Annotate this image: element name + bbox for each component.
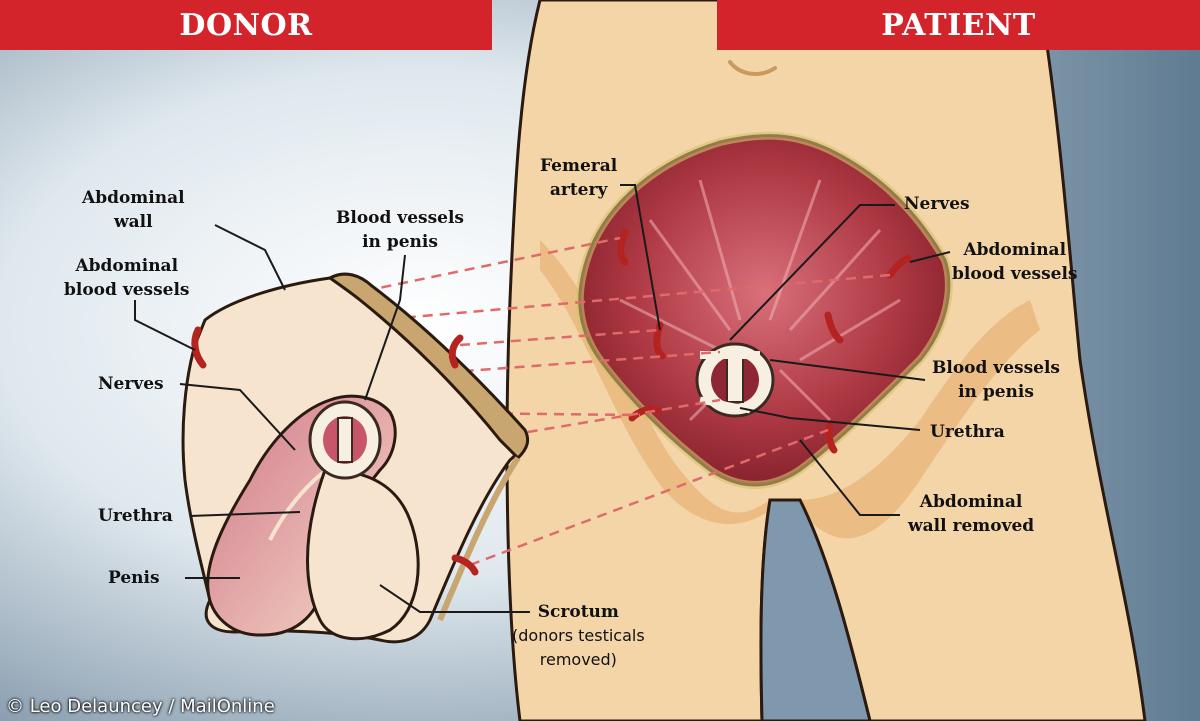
label-line: Abdominal (75, 256, 179, 276)
label-femeral-artery: Femeral artery (540, 154, 617, 202)
label-line: wall (114, 212, 153, 232)
label-donor-abdominal-blood-vessels: Abdominal blood vessels (64, 254, 190, 302)
patient-groin-shade (540, 240, 1040, 539)
donor-vessels (191, 326, 479, 576)
label-patient-blood-vessels-in-penis: Blood vessels in penis (932, 356, 1060, 404)
label-scrotum: Scrotum (donors testicals removed) (512, 600, 645, 672)
patient-header: PATIENT (717, 0, 1200, 50)
patient-navel (728, 60, 777, 76)
label-line: Scrotum (537, 602, 619, 622)
label-line: Abdominal (82, 188, 185, 208)
label-line: in penis (362, 232, 438, 252)
label-patient-nerves: Nerves (904, 194, 970, 214)
image-credit: © Leo Delauncey / MailOnline (6, 696, 275, 717)
label-abdominal-wall: Abdominal wall (82, 186, 185, 234)
label-donor-penis: Penis (108, 568, 160, 588)
label-patient-urethra: Urethra (930, 422, 1005, 442)
donor-header: DONOR (0, 0, 492, 50)
label-line: Abdominal (919, 492, 1023, 512)
donor-scrotum (306, 468, 420, 641)
label-line: Abdominal (963, 240, 1067, 260)
label-line: blood vessels (64, 280, 190, 300)
label-line: artery (549, 180, 608, 200)
patient-vessels (617, 228, 912, 454)
label-patient-abdominal-blood-vessels: Abdominal blood vessels (952, 238, 1078, 286)
label-line: in penis (958, 382, 1034, 402)
label-line: blood vessels (952, 264, 1078, 284)
patient-implant (695, 342, 775, 418)
label-donor-nerves: Nerves (98, 374, 164, 394)
label-line: Blood vessels (932, 358, 1060, 378)
donor-tissue-edge (437, 456, 521, 622)
label-line: Blood vessels (336, 208, 464, 228)
leader-lines (134, 184, 951, 613)
label-abdominal-wall-removed: Abdominal wall removed (908, 490, 1034, 538)
label-donor-urethra: Urethra (98, 506, 173, 526)
donor-implant (308, 400, 382, 480)
patient-abdominal-rim (575, 131, 953, 489)
label-line: Femeral (540, 156, 618, 176)
label-donor-blood-vessels-in-penis: Blood vessels in penis (336, 206, 464, 254)
label-line: removed) (539, 650, 617, 669)
label-line: (donors testicals (512, 626, 645, 645)
label-line: wall removed (908, 516, 1035, 536)
